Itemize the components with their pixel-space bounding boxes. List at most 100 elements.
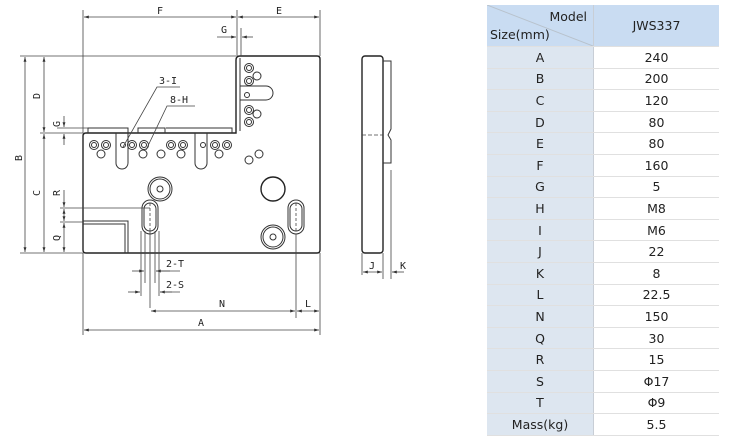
hole <box>246 107 252 113</box>
hole <box>96 149 106 159</box>
header-corner-cell: Model Size(mm) <box>487 5 594 47</box>
row-value: 200 <box>593 68 719 91</box>
svg-text:8-H: 8-H <box>170 95 188 106</box>
svg-text:C: C <box>32 190 43 196</box>
row-key: G <box>487 176 594 199</box>
hole <box>141 142 147 148</box>
hole <box>127 140 137 150</box>
row-value: 5 <box>593 176 719 199</box>
row-key: N <box>487 305 594 328</box>
bolt-holes <box>89 63 264 165</box>
row-key: D <box>487 111 594 134</box>
row-key: L <box>487 284 594 307</box>
row-value: 80 <box>593 111 719 134</box>
svg-text:D: D <box>32 93 43 99</box>
row-value: Φ17 <box>593 370 719 393</box>
svg-text:Q: Q <box>52 235 63 241</box>
svg-text:L: L <box>305 299 311 310</box>
row-key: Q <box>487 327 594 350</box>
header-model-label: Model <box>549 9 587 24</box>
model-name: JWS337 <box>593 5 719 47</box>
hole <box>180 142 186 148</box>
hole <box>212 142 218 148</box>
row-value: 22.5 <box>593 284 719 307</box>
dimensions: F E G B D C G R Q 3-I 8-H <box>14 6 321 335</box>
row-value: 240 <box>593 46 719 69</box>
hole <box>244 92 250 98</box>
row-key: J <box>487 240 594 263</box>
hole <box>222 140 232 150</box>
hole <box>138 149 148 159</box>
hole <box>168 142 174 148</box>
hole <box>244 155 254 165</box>
hole <box>129 142 135 148</box>
hole <box>210 140 220 150</box>
row-value: 80 <box>593 132 719 155</box>
row-value: M8 <box>593 197 719 220</box>
row-value: M6 <box>593 219 719 242</box>
table-row: Mass(kg)5.5 <box>487 413 719 436</box>
hole <box>244 117 254 127</box>
hole <box>246 78 252 84</box>
hole <box>252 109 262 119</box>
row-key: K <box>487 262 594 285</box>
hole <box>244 63 254 73</box>
hole <box>166 140 176 150</box>
hole <box>89 140 99 150</box>
hole <box>200 142 206 148</box>
svg-text:R: R <box>52 189 63 196</box>
svg-text:G: G <box>52 121 63 127</box>
hole <box>103 142 109 148</box>
row-key: I <box>487 219 594 242</box>
hole <box>178 140 188 150</box>
row-value: 8 <box>593 262 719 285</box>
hole <box>101 140 111 150</box>
svg-text:A: A <box>198 318 204 329</box>
hole <box>244 76 254 86</box>
svg-text:B: B <box>14 155 25 161</box>
hole <box>252 71 262 81</box>
technical-drawing: F E G B D C G R Q 3-I 8-H <box>14 6 406 335</box>
row-value: 30 <box>593 327 719 350</box>
hole <box>156 149 166 159</box>
row-key: A <box>487 46 594 69</box>
row-value: Φ9 <box>593 392 719 415</box>
svg-text:J: J <box>369 261 375 272</box>
header-size-label: Size(mm) <box>490 27 550 42</box>
row-key: Mass(kg) <box>487 413 594 436</box>
svg-text:N: N <box>219 299 225 310</box>
hole <box>91 142 97 148</box>
svg-text:E: E <box>276 6 282 17</box>
row-key: C <box>487 89 594 112</box>
front-view <box>82 55 321 254</box>
row-key: E <box>487 132 594 155</box>
row-value: 120 <box>593 89 719 112</box>
hole <box>254 149 264 159</box>
right-tab <box>239 58 274 131</box>
svg-text:K: K <box>400 261 406 272</box>
row-key: T <box>487 392 594 415</box>
svg-text:3-I: 3-I <box>159 76 177 87</box>
row-value: 22 <box>593 240 719 263</box>
plate-outline <box>82 55 321 254</box>
svg-text:2-T: 2-T <box>166 259 184 270</box>
row-key: B <box>487 68 594 91</box>
hole <box>176 149 186 159</box>
row-key: F <box>487 154 594 177</box>
hole <box>246 65 252 71</box>
